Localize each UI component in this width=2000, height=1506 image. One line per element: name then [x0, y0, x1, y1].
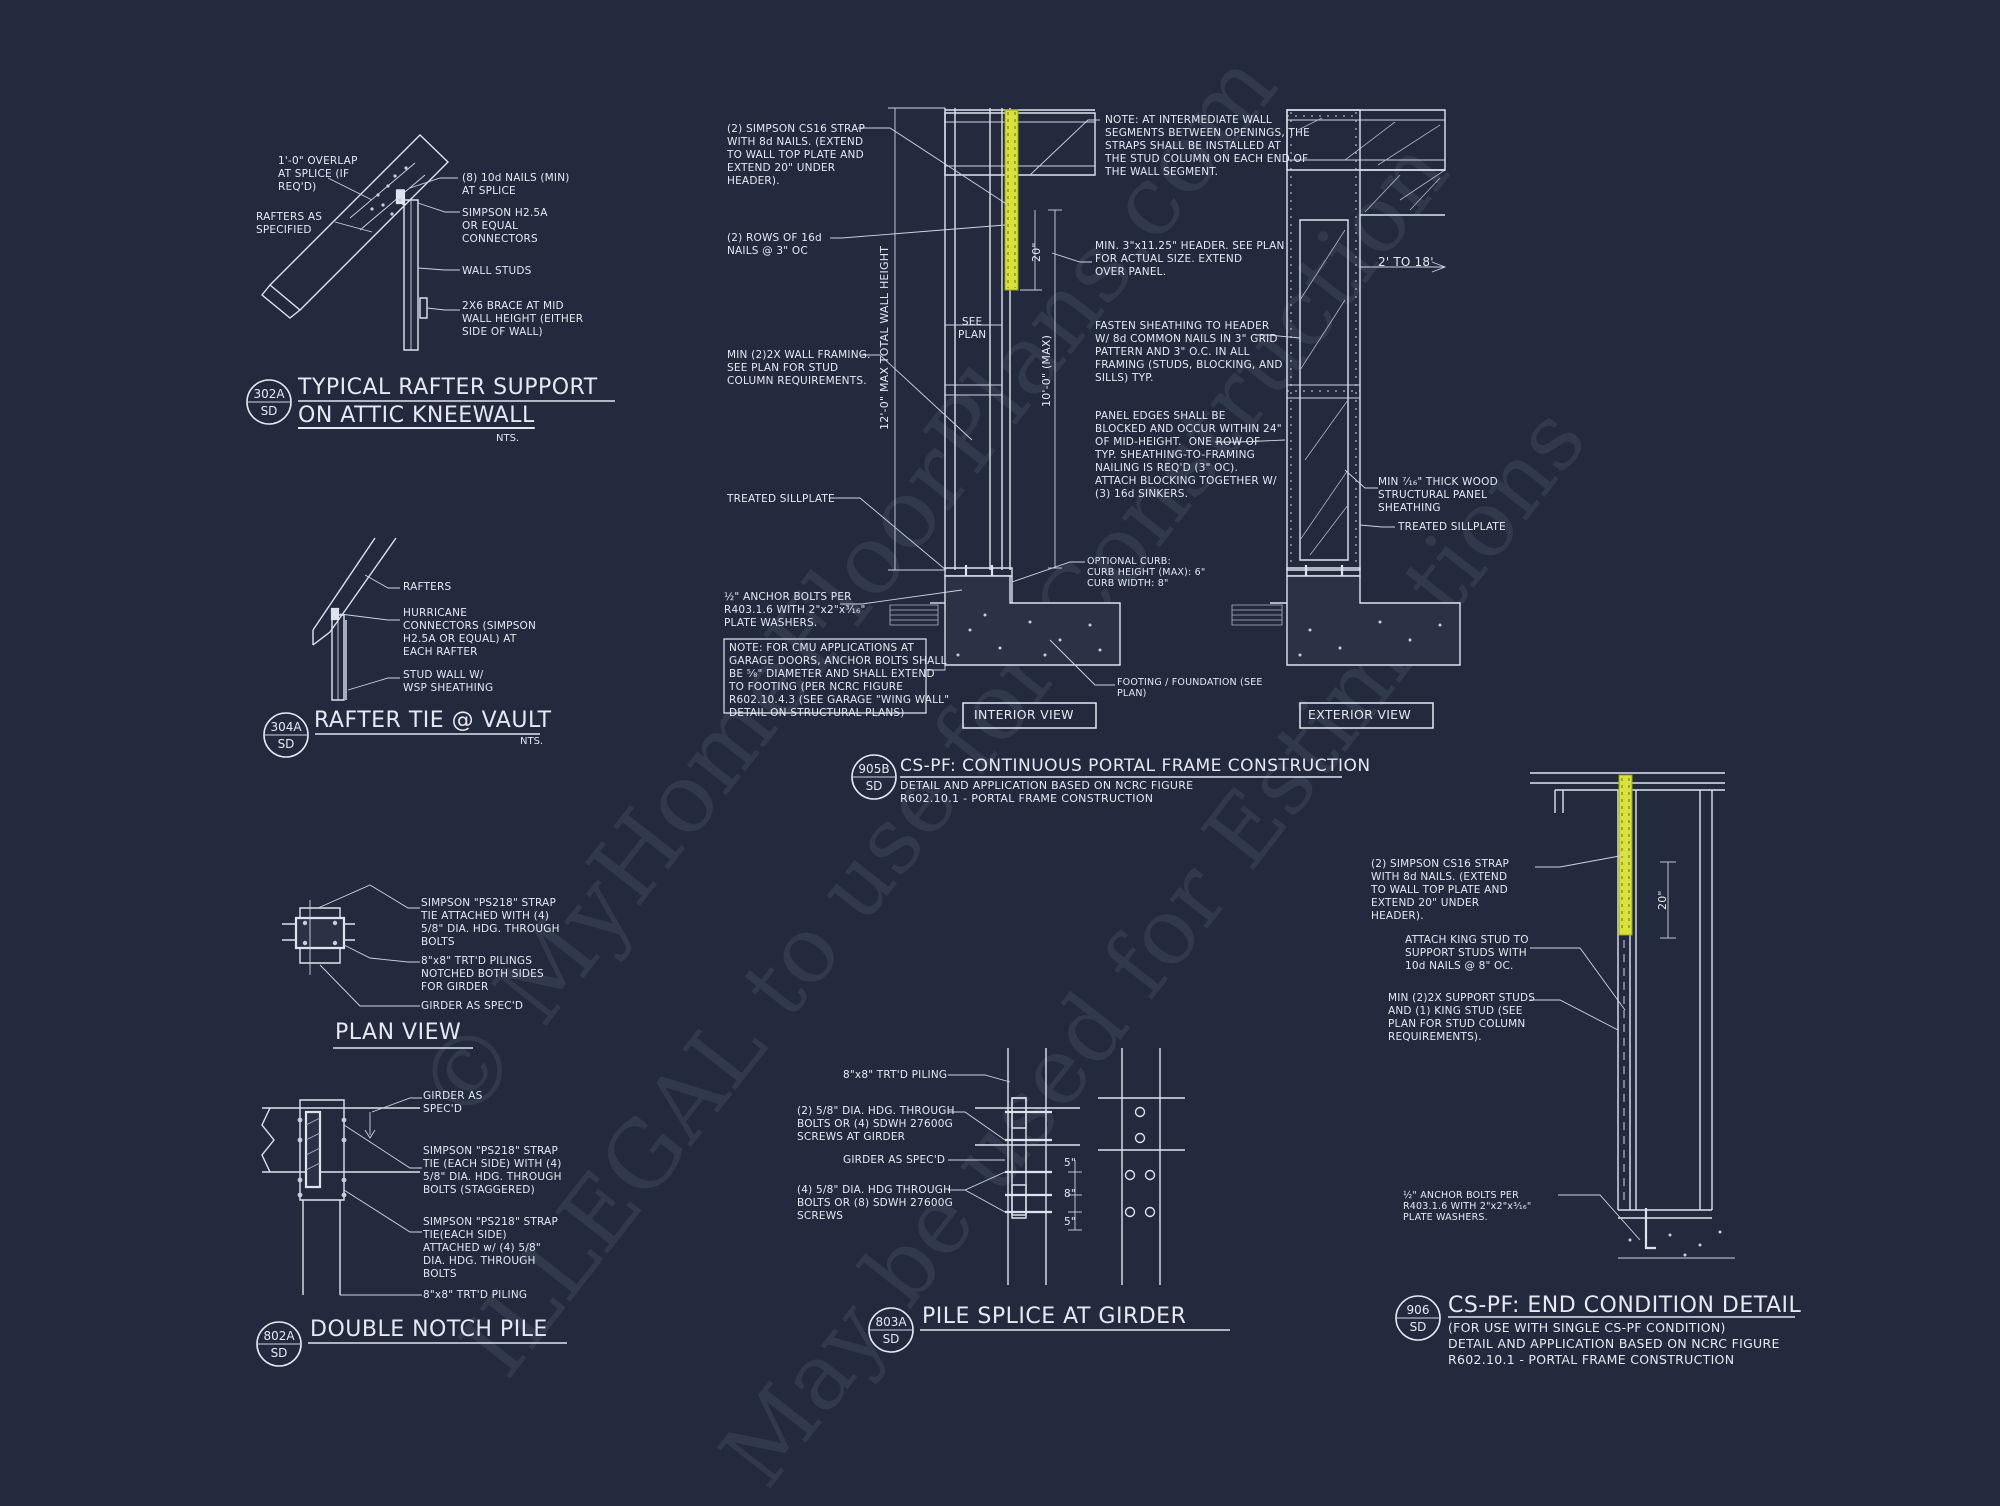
detail-302a-drawing: [247, 134, 615, 424]
detail-302a-number: 302A: [253, 387, 285, 401]
note-rafters-specified: RAFTERS AS SPECIFIED: [256, 211, 323, 236]
detail-802a-sheet: SD: [270, 1346, 288, 1360]
detail-304a-title: RAFTER TIE @ VAULT: [314, 708, 552, 733]
detail-905b-number: 905B: [858, 762, 890, 776]
detail-803a-sheet: SD: [882, 1332, 900, 1346]
note-cmu-applications: NOTE: FOR CMU APPLICATIONS AT GARAGE DOO…: [729, 642, 950, 719]
detail-905b-subtitle: DETAIL AND APPLICATION BASED ON NCRC FIG…: [900, 779, 1194, 805]
note-intermediate-wall: NOTE: AT INTERMEDIATE WALL SEGMENTS BETW…: [1105, 114, 1310, 178]
note-footing-foundation: FOOTING / FOUNDATION (SEE PLAN): [1117, 677, 1263, 699]
dim-total-wall-height: 12'-0" MAX TOTAL WALL HEIGHT: [878, 245, 891, 430]
detail-302a-scale: NTS.: [496, 433, 520, 444]
dim-width-range: 2' TO 18': [1378, 255, 1434, 269]
detail-803a-title: PILE SPLICE AT GIRDER: [922, 1304, 1187, 1329]
plan-view-drawing: [282, 885, 473, 1048]
note-exterior-sillplate: TREATED SILLPLATE: [1398, 521, 1506, 533]
detail-905b-title: CS-PF: CONTINUOUS PORTAL FRAME CONSTRUCT…: [900, 756, 1371, 776]
note-cs16-strap: (2) SIMPSON CS16 STRAP WITH 8d NAILS. (E…: [727, 123, 866, 187]
note-stud-wall-wsp: STUD WALL W/ WSP SHEATHING: [403, 669, 494, 694]
note-trtd-piling: 8"x8" TRT'D PILING: [423, 1289, 528, 1301]
note-ps218-strap: SIMPSON "PS218" STRAP TIE ATTACHED WITH …: [421, 897, 560, 948]
note-end-cs16-strap: (2) SIMPSON CS16 STRAP WITH 8d NAILS. (E…: [1371, 858, 1510, 922]
detail-905b-interior-drawing: [724, 108, 1121, 713]
note-panel-edges: PANEL EDGES SHALL BE BLOCKED AND OCCUR W…: [1095, 410, 1282, 500]
note-girder-splice: GIRDER AS SPEC'D: [843, 1154, 946, 1166]
detail-906-drawing: [1396, 773, 1795, 1340]
note-king-stud: ATTACH KING STUD TO SUPPORT STUDS WITH 1…: [1405, 934, 1529, 972]
detail-802a-number: 802A: [263, 1329, 295, 1343]
plan-view-title: PLAN VIEW: [335, 1020, 462, 1045]
note-ps218-each-side: SIMPSON "PS218" STRAP TIE(EACH SIDE) ATT…: [423, 1216, 558, 1280]
detail-802a-title: DOUBLE NOTCH PILE: [310, 1317, 548, 1342]
note-overlap-splice: 1'-0" OVERLAP AT SPLICE (IF REQ'D): [278, 155, 358, 193]
detail-906-sheet: SD: [1409, 1320, 1427, 1334]
note-wall-studs: WALL STUDS: [462, 265, 532, 277]
note-girder-spec: GIRDER AS SPEC'D: [421, 1000, 524, 1012]
note-fasten-sheathing: FASTEN SHEATHING TO HEADER W/ 8d COMMON …: [1095, 320, 1283, 384]
detail-304a-scale: NTS.: [520, 736, 544, 747]
dim-5in-bottom: 5": [1064, 1216, 1076, 1228]
note-h25a-connectors: SIMPSON H2.5A OR EQUAL CONNECTORS: [462, 207, 548, 245]
note-hurricane-connectors: HURRICANE CONNECTORS (SIMPSON H2.5A OR E…: [403, 607, 537, 658]
note-optional-curb: OPTIONAL CURB: CURB HEIGHT (MAX): 6" CUR…: [1087, 556, 1206, 589]
label-interior-view: INTERIOR VIEW: [974, 707, 1074, 722]
label-exterior-view: EXTERIOR VIEW: [1308, 707, 1412, 722]
detail-304a-number: 304A: [270, 720, 302, 734]
note-end-anchor-bolts: ½" ANCHOR BOLTS PER R403.1.6 WITH 2"x2"x…: [1403, 1190, 1532, 1223]
detail-302a-title-line-2: ON ATTIC KNEEWALL: [298, 403, 535, 428]
detail-302a-title-line-1: TYPICAL RAFTER SUPPORT: [298, 375, 598, 400]
dim-wall-height: 10'-0" (MAX): [1040, 334, 1053, 407]
dim-end-strap: 20": [1656, 890, 1669, 910]
note-wood-structural-panel: MIN ⁷⁄₁₆" THICK WOOD STRUCTURAL PANEL SH…: [1378, 476, 1498, 514]
detail-906-subtitle: (FOR USE WITH SINGLE CS-PF CONDITION) DE…: [1448, 1320, 1780, 1367]
detail-906-number: 906: [1406, 1303, 1430, 1317]
detail-302a-sheet: SD: [260, 404, 278, 418]
note-notched-pilings: 8"x8" TRT'D PILINGS NOTCHED BOTH SIDES F…: [421, 955, 544, 993]
note-support-studs: MIN (2)2X SUPPORT STUDS AND (1) KING STU…: [1388, 992, 1536, 1043]
dim-strap-length: 20": [1030, 242, 1043, 262]
detail-905b-sheet: SD: [865, 779, 883, 793]
dim-see-plan: SEE PLAN: [958, 316, 987, 341]
note-2x6-brace: 2X6 BRACE AT MID WALL HEIGHT (EITHER SID…: [462, 300, 584, 338]
note-anchor-bolts: ½" ANCHOR BOLTS PER R403.1.6 WITH 2"x2"x…: [724, 591, 866, 629]
detail-802a-drawing: [257, 1098, 567, 1366]
detail-304a-sheet: SD: [277, 737, 295, 751]
detail-906-title: CS-PF: END CONDITION DETAIL: [1448, 1293, 1802, 1318]
note-splice-piling: 8"x8" TRT'D PILING: [843, 1069, 948, 1081]
note-four-bolts: (4) 5/8" DIA. HDG THROUGH BOLTS OR (8) S…: [797, 1184, 953, 1222]
note-16d-nail-rows: (2) ROWS OF 16d NAILS @ 3" OC: [727, 232, 822, 257]
note-header-size: MIN. 3"x11.25" HEADER. SEE PLAN FOR ACTU…: [1095, 240, 1285, 278]
note-splice-nails: (8) 10d NAILS (MIN) AT SPLICE: [462, 172, 570, 197]
detail-905b-exterior-drawing: [852, 110, 1461, 799]
note-girder-as-specd: GIRDER AS SPEC'D: [423, 1090, 483, 1115]
note-ps218-staggered: SIMPSON "PS218" STRAP TIE (EACH SIDE) WI…: [423, 1145, 562, 1196]
note-two-bolts: (2) 5/8" DIA. HDG. THROUGH BOLTS OR (4) …: [797, 1105, 955, 1143]
note-rafters: RAFTERS: [403, 581, 452, 593]
dim-5in-top: 5": [1064, 1157, 1076, 1169]
detail-803a-number: 803A: [875, 1315, 907, 1329]
detail-304a-drawing: [264, 538, 540, 757]
dim-8in: 8": [1064, 1188, 1076, 1200]
note-wall-framing: MIN (2)2X WALL FRAMING. SEE PLAN FOR STU…: [727, 349, 871, 387]
note-treated-sillplate: TREATED SILLPLATE: [727, 493, 835, 505]
detail-803a-drawing: [869, 1048, 1230, 1352]
